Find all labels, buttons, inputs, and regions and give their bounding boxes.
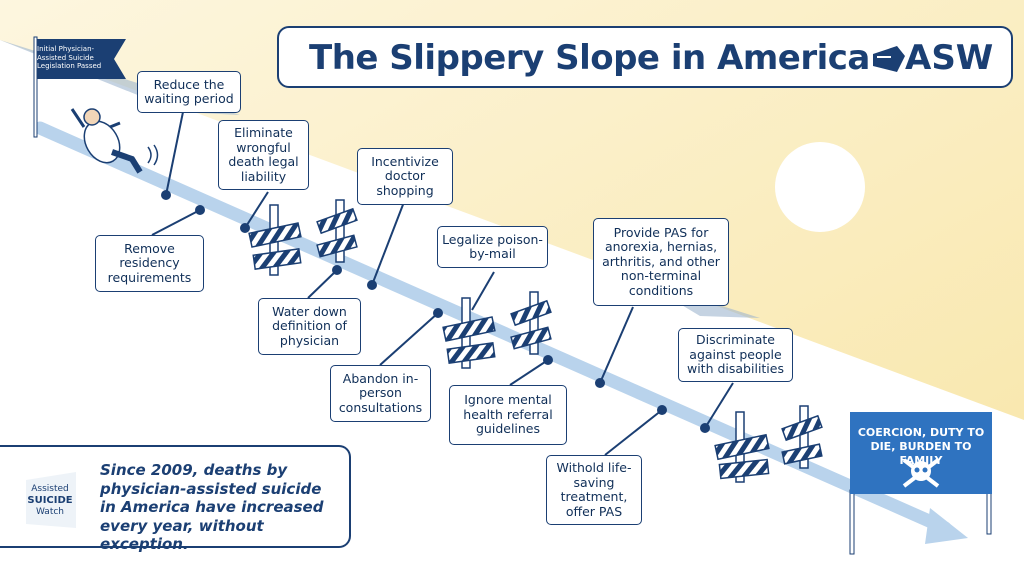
whistle-icon [873,46,905,72]
barricade-icon [316,199,358,263]
step-box: Discriminate against people with disabil… [678,328,793,382]
skull-crossbones-icon [902,458,940,488]
barricade-icon [781,405,823,469]
step-box: Withold life-saving treatment, offer PAS [546,455,642,525]
footnote-text: Since 2009, deaths by physician-assisted… [100,461,324,553]
end-sign: COERCION, DUTY TO DIE, BURDEN TO FAMILY [850,412,992,494]
title-banner: The Slippery Slope in America ASW [277,26,1013,88]
step-dot [195,205,205,215]
footnote-logo-line3: Watch [35,507,65,517]
step-box: Reduce the waiting period [137,71,241,113]
step-dot [367,280,377,290]
end-sign-text: COERCION, DUTY TO DIE, BURDEN TO FAMILY [857,426,985,467]
barricade-icon [248,204,302,276]
step-dot [433,308,443,318]
step-box: Abandon in-person consultations [330,365,431,422]
step-box: Ignore mental health referral guidelines [449,385,567,445]
sign-posts [849,489,992,555]
step-dot [240,223,250,233]
asw-logo-text: ASW [905,38,994,78]
page-title: The Slippery Slope in America [309,38,870,78]
footnote-box: Assisted SUICIDE Watch Since 2009, death… [0,445,351,553]
step-dot [595,378,605,388]
falling-person-icon [70,108,159,174]
step-box: Remove residency requirements [95,235,204,292]
barricade-icon [714,411,770,483]
barricade-icon [510,291,552,355]
slope-arrow-head [925,508,968,544]
step-box: Incentivize doctor shopping [357,148,453,205]
asw-footnote-logo: Assisted SUICIDE Watch [20,472,80,532]
step-box: Legalize poison-by-mail [437,226,548,268]
step-dot [700,423,710,433]
step-box: Eliminate wrongful death legal liability [218,120,309,190]
step-box: Water down definition of physician [258,298,361,355]
asw-logo: ASW [869,36,999,80]
step-dot [161,190,171,200]
flag-label: Initial Physician-Assisted Suicide Legis… [37,45,102,70]
step-box: Provide PAS for anorexia, hernias, arthr… [593,218,729,306]
step-dot [543,355,553,365]
barricade-icon [442,297,496,369]
step-dot [332,265,342,275]
footnote-logo-line2: SUICIDE [27,495,73,506]
flag-icon [33,36,126,138]
footnote-logo-shape [26,472,76,528]
step-dot [657,405,667,415]
footnote-logo-line1: Assisted [31,484,69,494]
